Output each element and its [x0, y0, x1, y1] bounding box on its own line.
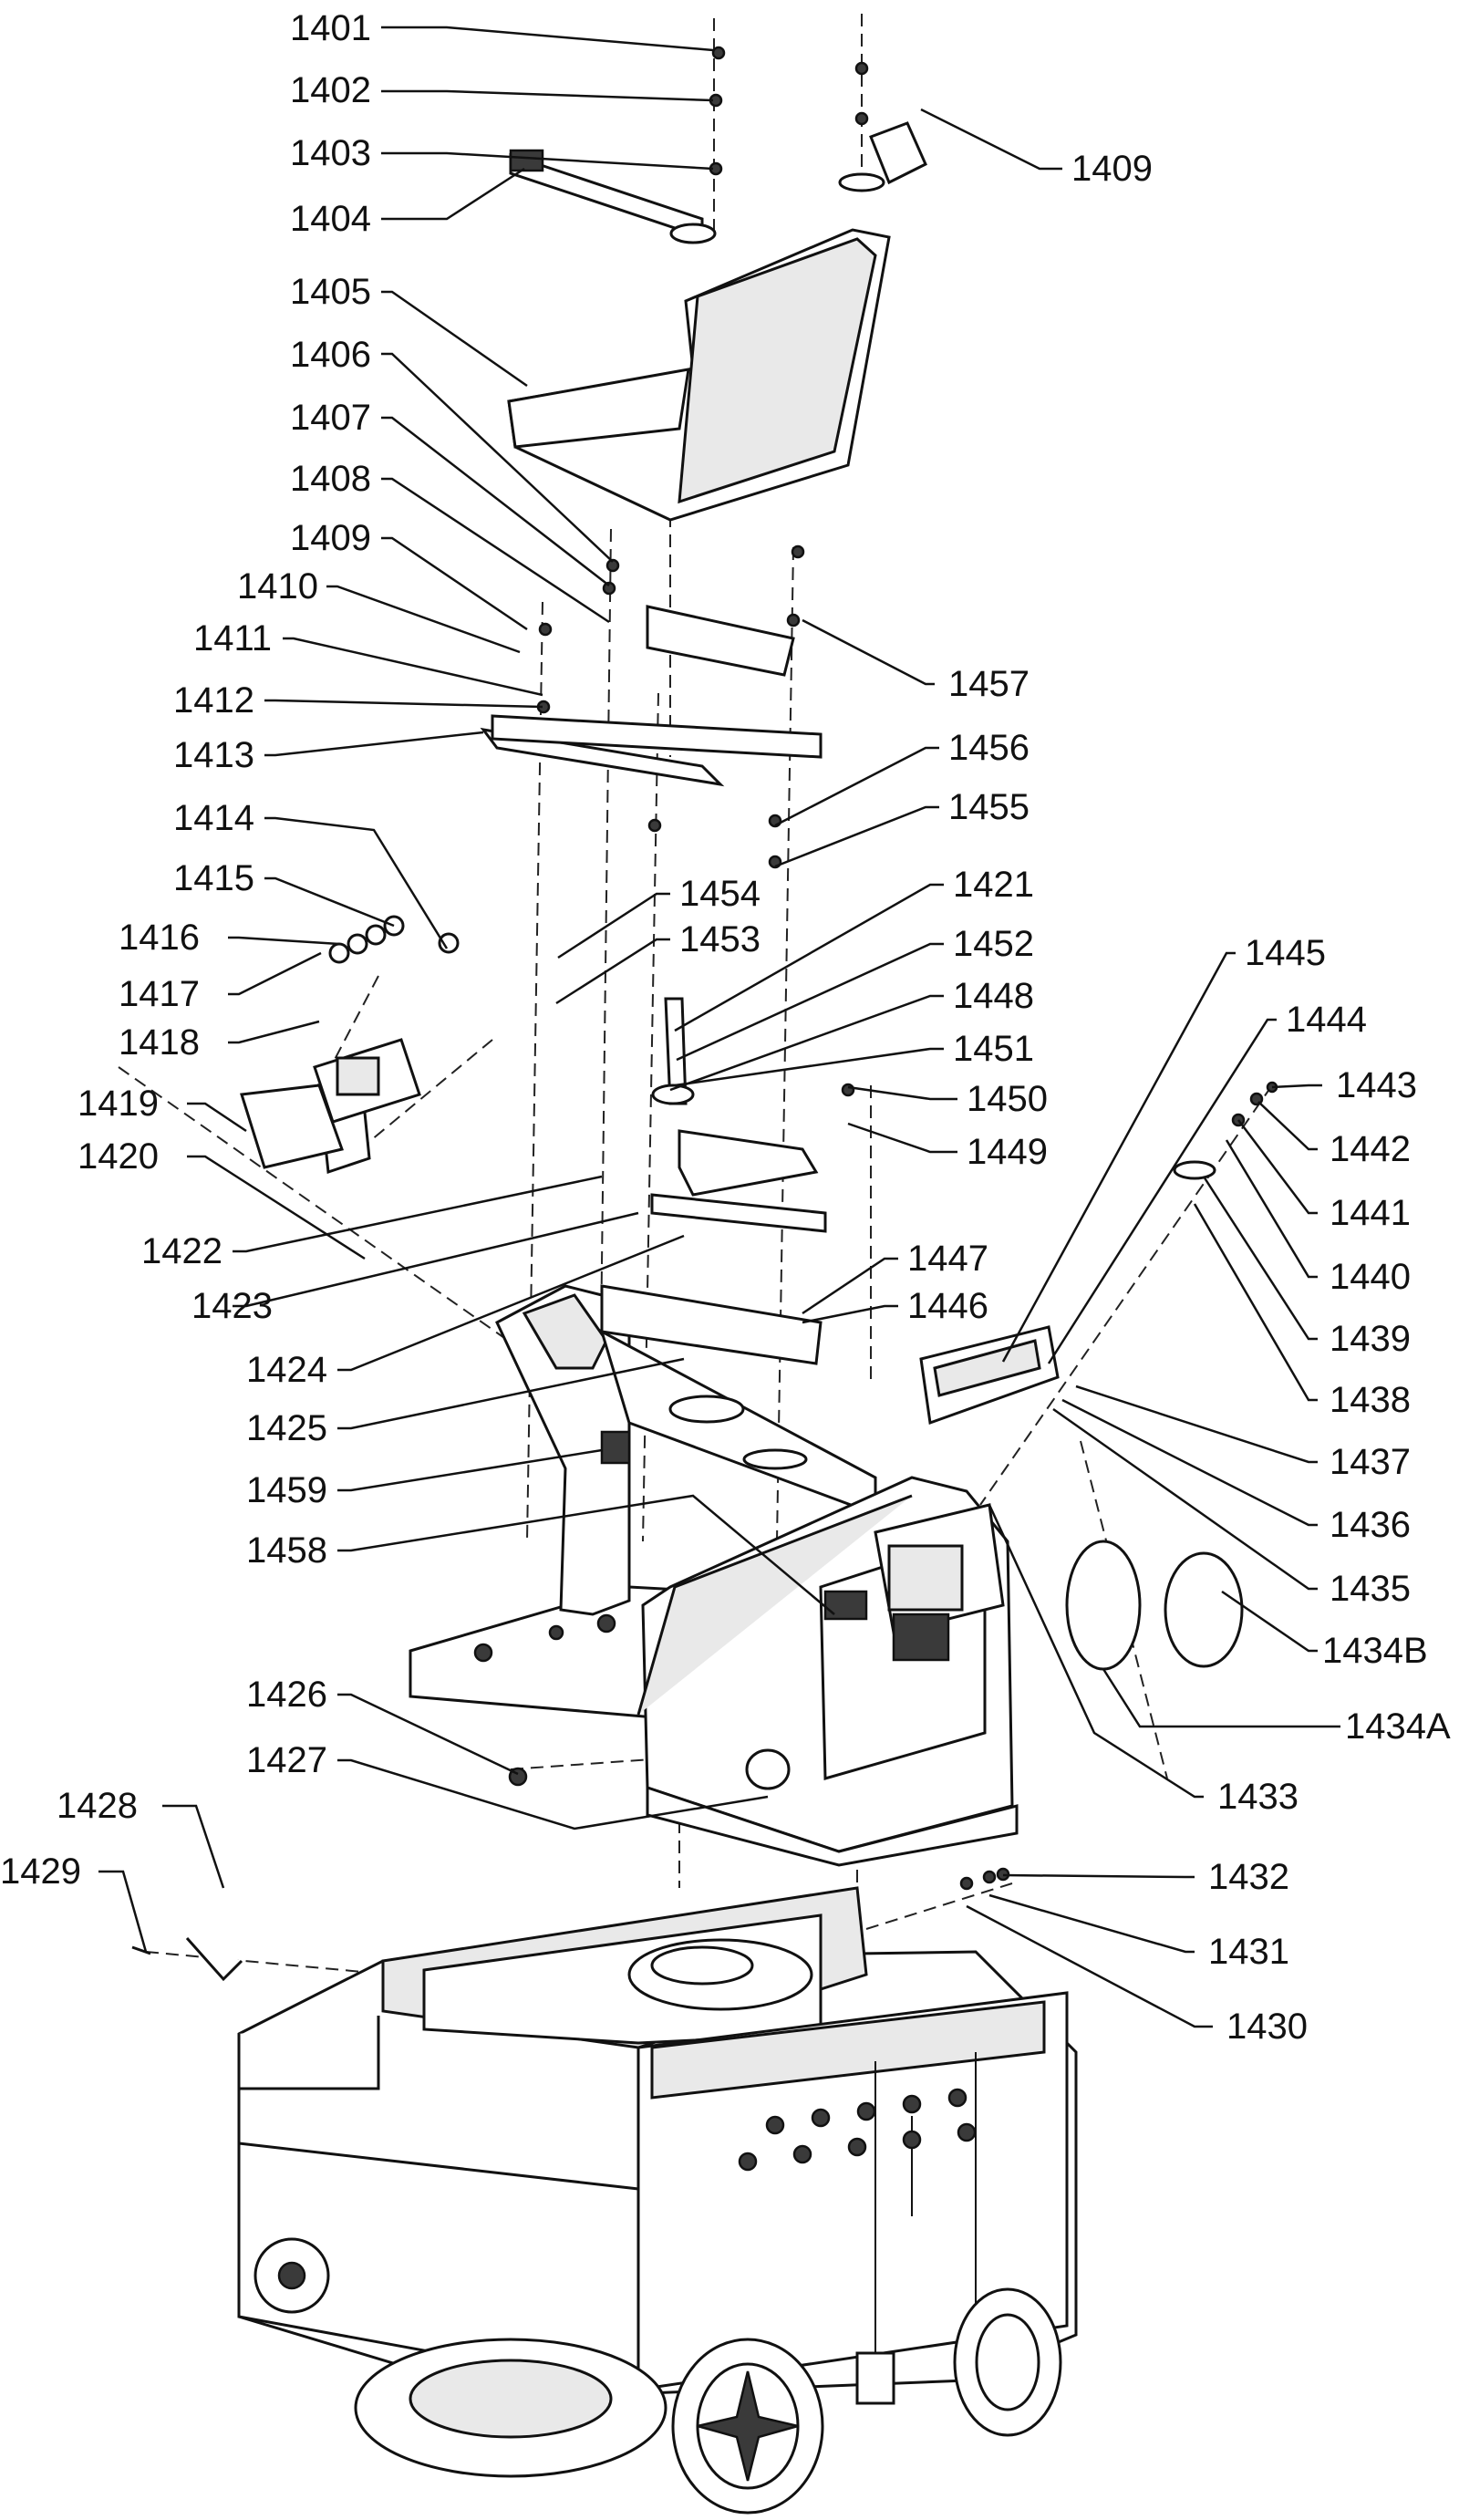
- callout-1436: 1436: [1330, 1505, 1411, 1545]
- callout-1443: 1443: [1336, 1065, 1417, 1105]
- callout-1426: 1426: [246, 1675, 327, 1715]
- callout-1433: 1433: [1217, 1777, 1299, 1817]
- callout-1403: 1403: [290, 133, 371, 173]
- callout-1424: 1424: [246, 1350, 327, 1390]
- callout-1442: 1442: [1330, 1129, 1411, 1169]
- callout-1447: 1447: [907, 1239, 988, 1279]
- callout-1441: 1441: [1330, 1193, 1411, 1233]
- callout-1401: 1401: [290, 8, 371, 48]
- callout-1406: 1406: [290, 335, 371, 375]
- callout-1456: 1456: [948, 728, 1030, 768]
- callout-1429: 1429: [0, 1851, 81, 1892]
- callout-1454: 1454: [679, 874, 761, 914]
- callout-1457: 1457: [948, 664, 1030, 704]
- callout-1413: 1413: [173, 735, 254, 775]
- callout-1405: 1405: [290, 272, 371, 312]
- callout-1435: 1435: [1330, 1569, 1411, 1609]
- callout-1410: 1410: [237, 566, 318, 607]
- callout-1448: 1448: [953, 976, 1034, 1016]
- machine-base: [237, 1886, 1078, 2515]
- leader-lines: [98, 26, 1340, 2028]
- callout-1422: 1422: [141, 1231, 222, 1271]
- callout-1421: 1421: [953, 865, 1034, 905]
- callout-1431: 1431: [1208, 1932, 1289, 1972]
- callout-1458: 1458: [246, 1530, 327, 1571]
- callout-1438: 1438: [1330, 1380, 1411, 1420]
- callout-1417: 1417: [119, 974, 200, 1014]
- callout-1451: 1451: [953, 1029, 1034, 1069]
- upper-parts: [131, 121, 1278, 1982]
- callout-1434B: 1434B: [1322, 1631, 1428, 1671]
- callout-1430: 1430: [1226, 2007, 1308, 2047]
- body-housing: [409, 1284, 1019, 1867]
- callout-1449: 1449: [967, 1132, 1048, 1172]
- callout-1414: 1414: [173, 798, 254, 838]
- callout-1459: 1459: [246, 1470, 327, 1510]
- callout-1450: 1450: [967, 1079, 1048, 1119]
- callout-1404: 1404: [290, 199, 371, 239]
- callout-1428: 1428: [57, 1786, 138, 1826]
- callout-1439: 1439: [1330, 1319, 1411, 1359]
- fasteners: [536, 46, 1010, 1891]
- callout-1453: 1453: [679, 919, 761, 959]
- callout-1408: 1408: [290, 459, 371, 499]
- callout-1452: 1452: [953, 924, 1034, 964]
- callout-1434A: 1434A: [1345, 1706, 1451, 1747]
- callout-labels: 1401 1402 1403 1404 1405 1406 1407 1408 …: [0, 8, 1451, 2047]
- callout-1425: 1425: [246, 1408, 327, 1448]
- callout-1427: 1427: [246, 1740, 327, 1780]
- callout-1437: 1437: [1330, 1442, 1411, 1482]
- callout-1415: 1415: [173, 858, 254, 898]
- callout-1402: 1402: [290, 70, 371, 110]
- callout-1445: 1445: [1245, 933, 1326, 973]
- callout-1444: 1444: [1286, 1000, 1367, 1040]
- callout-1416: 1416: [119, 918, 200, 958]
- callout-1420: 1420: [78, 1136, 159, 1177]
- callout-1418: 1418: [119, 1022, 200, 1063]
- callout-1419: 1419: [78, 1084, 159, 1124]
- callout-1409-left: 1409: [290, 518, 371, 558]
- callout-1446: 1446: [907, 1286, 988, 1326]
- callout-1455: 1455: [948, 787, 1030, 827]
- callout-1412: 1412: [173, 680, 254, 721]
- callout-1409-right: 1409: [1071, 149, 1153, 189]
- callout-1407: 1407: [290, 398, 371, 438]
- callout-1440: 1440: [1330, 1257, 1411, 1297]
- callout-1423: 1423: [191, 1286, 273, 1326]
- callout-1432: 1432: [1208, 1857, 1289, 1897]
- callout-1411: 1411: [193, 618, 272, 659]
